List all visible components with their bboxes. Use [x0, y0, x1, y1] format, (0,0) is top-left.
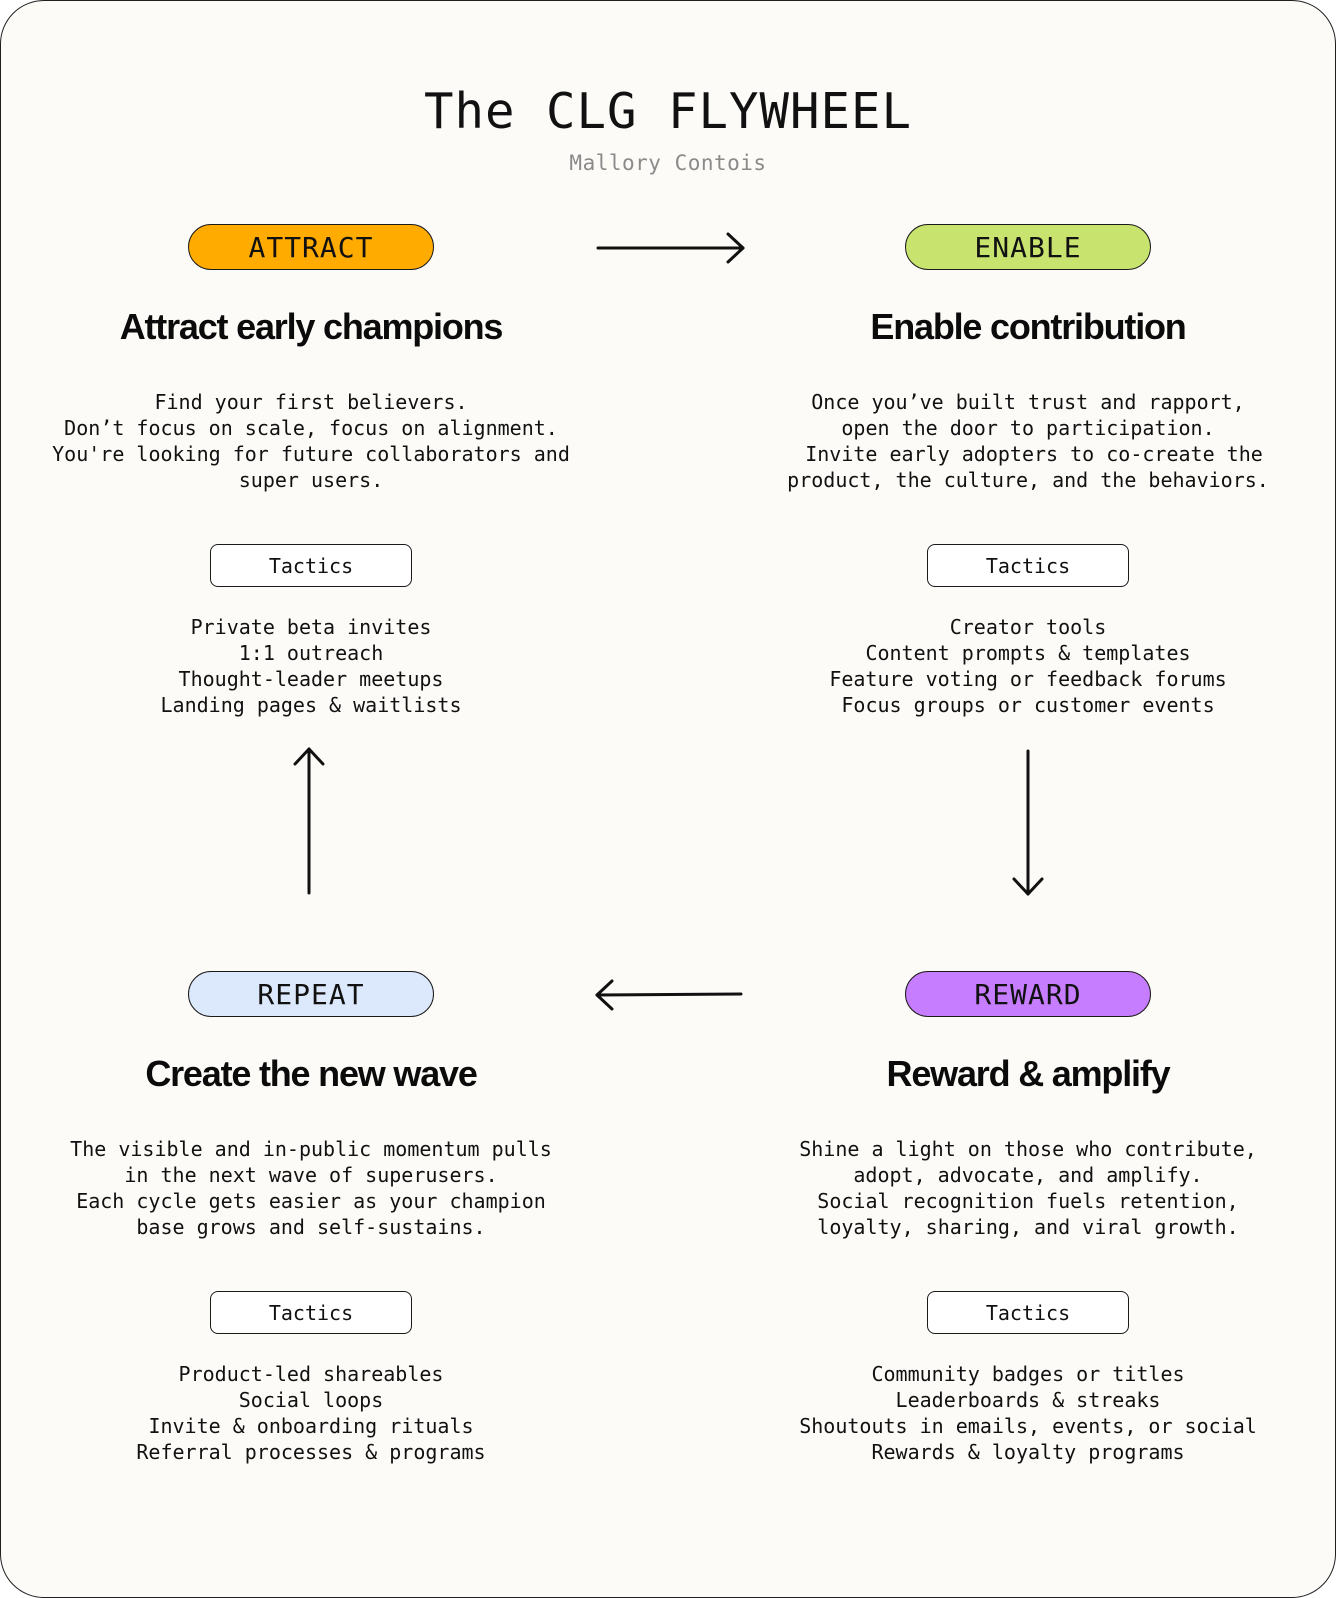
- stage-description-attract: Find your first believers. Don’t focus o…: [52, 390, 570, 492]
- tactics-label-repeat: Tactics: [210, 1291, 412, 1334]
- stage-description-repeat: The visible and in-public momentum pulls…: [70, 1137, 552, 1239]
- tactic-item: Thought-leader meetups: [178, 667, 444, 691]
- author-name: Mallory Contois: [569, 151, 767, 175]
- tactic-item: Focus groups or customer events: [841, 693, 1215, 717]
- tactics-label-enable: Tactics: [927, 544, 1129, 587]
- arrow-down-icon: [1012, 749, 1044, 896]
- tactic-item: Invite & onboarding rituals: [148, 1414, 474, 1438]
- stage-heading-reward: Reward & amplify: [886, 1053, 1171, 1094]
- tactic-item: Feature voting or feedback forums: [829, 667, 1227, 691]
- tactics-label-attract: Tactics: [210, 544, 412, 587]
- stage-pill-reward: REWARD: [905, 971, 1151, 1017]
- stage-heading-repeat: Create the new wave: [145, 1053, 478, 1094]
- arrow-left-icon: [595, 979, 743, 1011]
- arrow-right-icon: [596, 232, 745, 264]
- tactic-item: Landing pages & waitlists: [160, 693, 462, 717]
- tactic-item: Social loops: [238, 1388, 384, 1412]
- stage-description-reward: Shine a light on those who contribute, a…: [799, 1137, 1257, 1239]
- tactic-item: Product-led shareables: [178, 1362, 444, 1386]
- stage-description-enable: Once you’ve built trust and rapport, ope…: [787, 390, 1269, 492]
- stage-pill-repeat: REPEAT: [188, 971, 434, 1017]
- stage-heading-enable: Enable contribution: [870, 306, 1186, 347]
- tactics-label-reward: Tactics: [927, 1291, 1129, 1334]
- tactics-list-attract: Private beta invites 1:1 outreach Though…: [1, 614, 621, 718]
- tactic-item: Referral processes & programs: [136, 1440, 486, 1464]
- tactic-item: Shoutouts in emails, events, or social: [799, 1414, 1257, 1438]
- tactic-item: Rewards & loyalty programs: [871, 1440, 1185, 1464]
- tactic-item: Leaderboards & streaks: [895, 1388, 1161, 1412]
- tactic-item: 1:1 outreach: [238, 641, 384, 665]
- tactics-list-enable: Creator tools Content prompts & template…: [718, 614, 1335, 718]
- stage-pill-attract: ATTRACT: [188, 224, 434, 270]
- tactics-list-reward: Community badges or titles Leaderboards …: [718, 1361, 1335, 1465]
- page-title: The CLG FLYWHEEL: [423, 83, 912, 140]
- stage-heading-attract: Attract early champions: [119, 306, 504, 347]
- stage-pill-enable: ENABLE: [905, 224, 1151, 270]
- tactic-item: Creator tools: [949, 615, 1107, 639]
- tactic-item: Community badges or titles: [871, 1362, 1185, 1386]
- tactic-item: Content prompts & templates: [865, 641, 1191, 665]
- arrow-up-icon: [293, 747, 325, 895]
- tactics-list-repeat: Product-led shareables Social loops Invi…: [1, 1361, 621, 1465]
- tactic-item: Private beta invites: [190, 615, 432, 639]
